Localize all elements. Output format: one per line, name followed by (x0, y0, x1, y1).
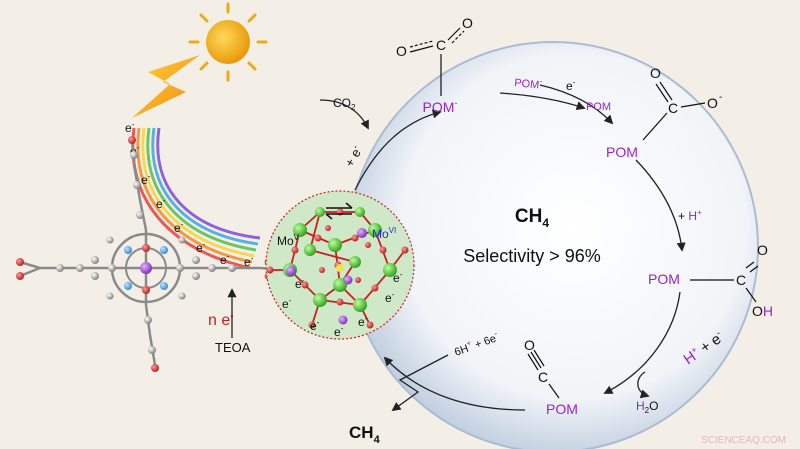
svg-text:e-: e- (282, 296, 292, 311)
svg-text:e-: e- (385, 290, 395, 305)
watermark: SCIENCEAQ.COM (701, 435, 786, 446)
plus-electron-left: + e- (341, 143, 366, 170)
intermediate-pom-cooh: O C OH POM (648, 242, 773, 319)
svg-text:O: O (462, 15, 473, 31)
svg-text:O: O (650, 65, 661, 81)
mo-vi-label: MoVI (372, 226, 396, 241)
svg-text:C: C (736, 272, 746, 288)
catalytic-cycle-arrows (319, 84, 686, 412)
water-label: H2O (636, 399, 658, 415)
pom-minus-label: POM- (514, 74, 543, 92)
cluster-electrons: e- e- e- e- e- e- e- (282, 270, 403, 339)
selectivity-label: Selectivity > 96% (463, 246, 601, 266)
svg-text:C: C (538, 369, 548, 385)
svg-text:OH: OH (752, 303, 773, 319)
mo-v-label: MoV (277, 233, 300, 248)
svg-text:e-: e- (156, 196, 166, 211)
svg-text:C: C (436, 37, 446, 53)
plus-proton-label: + H+ (678, 208, 702, 223)
svg-text:O: O (524, 337, 535, 353)
svg-text:e-: e- (141, 172, 151, 187)
pom-plain-label: POM (586, 101, 611, 113)
methane-product-label: CH4 (349, 423, 381, 446)
svg-text:e-: e- (393, 270, 403, 285)
svg-text:e-: e- (244, 254, 254, 269)
electron-transfer-label: e- (566, 78, 576, 93)
svg-text:O: O (707, 95, 718, 111)
cycle-center-title: CH4 (515, 206, 549, 230)
pom-label-4: POM (546, 401, 578, 417)
svg-text:-: - (719, 92, 722, 103)
svg-text:e-: e- (358, 314, 368, 329)
svg-text:e-: e- (125, 120, 135, 135)
pom-label-3: POM (648, 271, 680, 287)
svg-text:e-: e- (334, 324, 344, 339)
lightning-bolt-icon (132, 55, 200, 118)
svg-text:O: O (396, 43, 407, 59)
svg-text:O: O (757, 242, 768, 258)
svg-text:C: C (668, 100, 678, 116)
intermediate-pom-co: O C POM (524, 337, 578, 417)
proton-electron-label: H+ + e- (680, 328, 727, 368)
svg-text:e-: e- (174, 220, 184, 235)
svg-text:e-: e- (130, 143, 140, 158)
svg-text:e-: e- (310, 318, 320, 333)
teoa-label: TEOA (215, 340, 251, 355)
intermediate-pom-cooh-minus: O C O - POM (606, 65, 722, 160)
equilibrium-arrows-icon (325, 202, 353, 220)
sun-icon (188, 2, 268, 82)
svg-text:e-: e- (220, 252, 230, 267)
pom-label-1: POM- (423, 98, 458, 115)
intermediate-pom-co2: O C O POM- (396, 15, 473, 115)
n-electron-label: n e- (208, 311, 234, 329)
svg-text:e-: e- (196, 240, 206, 255)
pom-cluster (265, 190, 415, 340)
co2-label: CO2 (333, 96, 356, 112)
beam-electrons: e- e- e- e- e- e- e- e- (125, 120, 254, 269)
pom-label-2: POM (606, 144, 638, 160)
svg-text:e-: e- (295, 276, 305, 291)
